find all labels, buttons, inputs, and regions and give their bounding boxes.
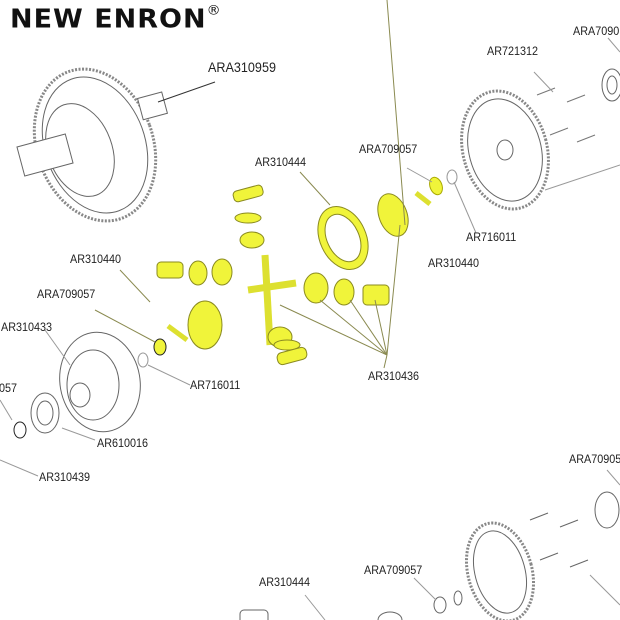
label-ar716011-top: AR716011 bbox=[466, 230, 517, 244]
label-ara70905-clipped: ARA70905 bbox=[569, 452, 620, 466]
label-ar610016: AR610016 bbox=[97, 436, 149, 450]
label-ara7090-clipped: ARA7090 bbox=[573, 24, 620, 38]
label-ar310433: AR310433 bbox=[1, 320, 53, 334]
label-057-clipped: 057 bbox=[0, 381, 18, 395]
spur-gear-bottom bbox=[239, 469, 620, 620]
label-ar310440-left: AR310440 bbox=[70, 252, 122, 266]
label-ar310444: AR310444 bbox=[255, 155, 307, 169]
assembled-differential bbox=[16, 67, 216, 223]
highlighted-gear-set bbox=[153, 184, 432, 366]
brand-logo: NEW ENRON® bbox=[10, 2, 222, 35]
label-ar310439: AR310439 bbox=[39, 470, 91, 484]
label-ar310444-bottom: AR310444 bbox=[259, 575, 311, 589]
label-ara709057-bottom: ARA709057 bbox=[364, 563, 423, 577]
label-ar721312: AR721312 bbox=[487, 44, 539, 58]
leader-lines bbox=[94, 0, 406, 369]
label-ara709057-top: ARA709057 bbox=[359, 142, 418, 156]
diff-housing bbox=[0, 329, 191, 477]
label-ara709057-left: ARA709057 bbox=[37, 287, 96, 301]
bolts-top bbox=[533, 37, 620, 143]
registered-mark: ® bbox=[206, 2, 222, 19]
spur-gear-top bbox=[460, 68, 620, 211]
label-ar716011-left: AR716011 bbox=[190, 378, 241, 392]
brand-name: NEW ENRON bbox=[10, 4, 207, 35]
label-ar310436: AR310436 bbox=[368, 369, 420, 383]
label-ara310959: ARA310959 bbox=[208, 59, 276, 75]
label-ar310440-right: AR310440 bbox=[428, 256, 480, 270]
